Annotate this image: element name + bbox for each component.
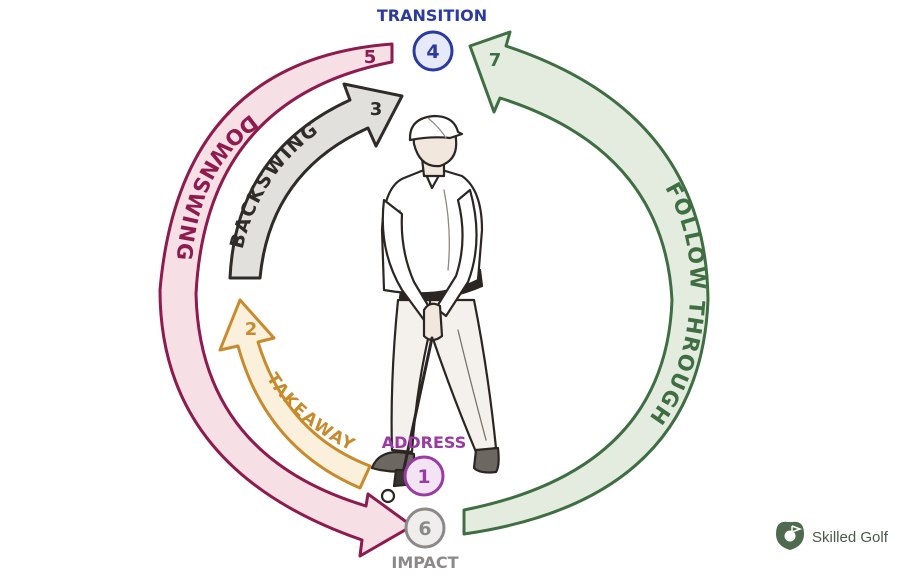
follow-through-arrow: FOLLOW THROUGH 7	[462, 30, 710, 536]
transition-stage: TRANSITION 4	[377, 6, 487, 72]
brand-logo: Skilled Golf	[776, 521, 889, 550]
follow-through-number: 7	[489, 50, 502, 71]
address-stage: ADDRESS 1	[382, 433, 467, 497]
brand-name: Skilled Golf	[812, 529, 889, 546]
transition-circle	[412, 30, 454, 72]
impact-stage: 6 IMPACT	[391, 507, 459, 572]
transition-label: TRANSITION	[377, 6, 487, 25]
takeaway-number: 2	[245, 319, 258, 340]
address-label: ADDRESS	[382, 433, 467, 452]
impact-circle	[404, 507, 446, 549]
golfer-illustration	[370, 114, 500, 504]
impact-label: IMPACT	[391, 553, 458, 572]
transition-number: 4	[426, 41, 439, 63]
golf-flag-logo-icon	[776, 521, 804, 550]
impact-number: 6	[418, 518, 431, 540]
address-circle	[403, 455, 445, 497]
backswing-number: 3	[370, 99, 383, 120]
downswing-number: 5	[364, 47, 377, 68]
address-number: 1	[417, 466, 430, 488]
